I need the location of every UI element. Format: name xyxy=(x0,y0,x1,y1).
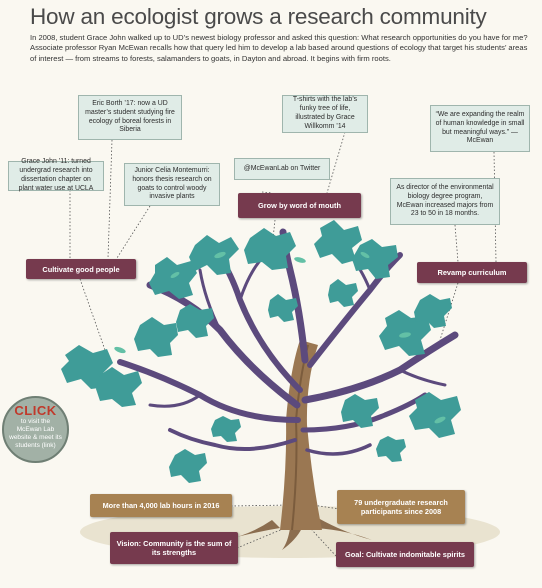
stat-lab-hours-text: More than 4,000 lab hours in 2016 xyxy=(102,501,220,510)
note-celia-montemurri-text: Junior Celia Montemurri: honors thesis r… xyxy=(132,166,212,201)
stat-participants-text: 79 undergraduate research participants s… xyxy=(354,498,448,516)
note-tshirts-text: T-shirts with the lab’s funky tree of li… xyxy=(292,96,358,130)
label-vision-text: Vision: Community is the sum of its stre… xyxy=(116,539,232,557)
intro-text: In 2008, student Grace John walked up to… xyxy=(30,33,528,63)
note-grace-john: Grace John ’11: turned undergrad researc… xyxy=(8,158,104,192)
note-director: As director of the environmental biology… xyxy=(390,178,500,225)
label-goal: Goal: Cultivate indomitable spirits xyxy=(336,542,474,567)
click-text: to visit the McEwan Lab website & meet i… xyxy=(9,418,62,449)
note-quote: “We are expanding the realm of human kno… xyxy=(430,105,530,152)
note-eric-borth-text: Eric Borth ’17: now a UD master’s studen… xyxy=(85,99,175,134)
label-vision: Vision: Community is the sum of its stre… xyxy=(110,532,238,564)
label-goal-text: Goal: Cultivate indomitable spirits xyxy=(345,550,465,559)
label-cultivate-good-people: Cultivate good people xyxy=(26,259,136,279)
label-revamp-curriculum-text: Revamp curriculum xyxy=(437,268,507,277)
stat-participants: 79 undergraduate research participants s… xyxy=(337,490,465,524)
click-title: CLICK xyxy=(14,403,57,418)
stat-lab-hours: More than 4,000 lab hours in 2016 xyxy=(90,494,232,517)
click-link-badge[interactable]: CLICK to visit the McEwan Lab website & … xyxy=(2,396,69,463)
note-director-text: As director of the environmental biology… xyxy=(396,183,494,218)
note-eric-borth: Eric Borth ’17: now a UD master’s studen… xyxy=(78,95,182,140)
note-grace-john-text: Grace John ’11: turned undergrad researc… xyxy=(18,158,94,192)
note-quote-text: “We are expanding the realm of human kno… xyxy=(435,110,525,145)
note-celia-montemurri: Junior Celia Montemurri: honors thesis r… xyxy=(124,163,220,206)
label-grow-by-word-of-mouth-text: Grow by word of mouth xyxy=(258,201,341,210)
page-title: How an ecologist grows a research commun… xyxy=(30,4,487,29)
note-tshirts: T-shirts with the lab’s funky tree of li… xyxy=(282,95,368,133)
note-twitter: @McEwanLab on Twitter xyxy=(234,158,330,180)
note-twitter-text: @McEwanLab on Twitter xyxy=(243,164,321,172)
label-cultivate-good-people-text: Cultivate good people xyxy=(42,264,120,274)
label-grow-by-word-of-mouth: Grow by word of mouth xyxy=(238,193,361,218)
label-revamp-curriculum: Revamp curriculum xyxy=(417,262,527,283)
